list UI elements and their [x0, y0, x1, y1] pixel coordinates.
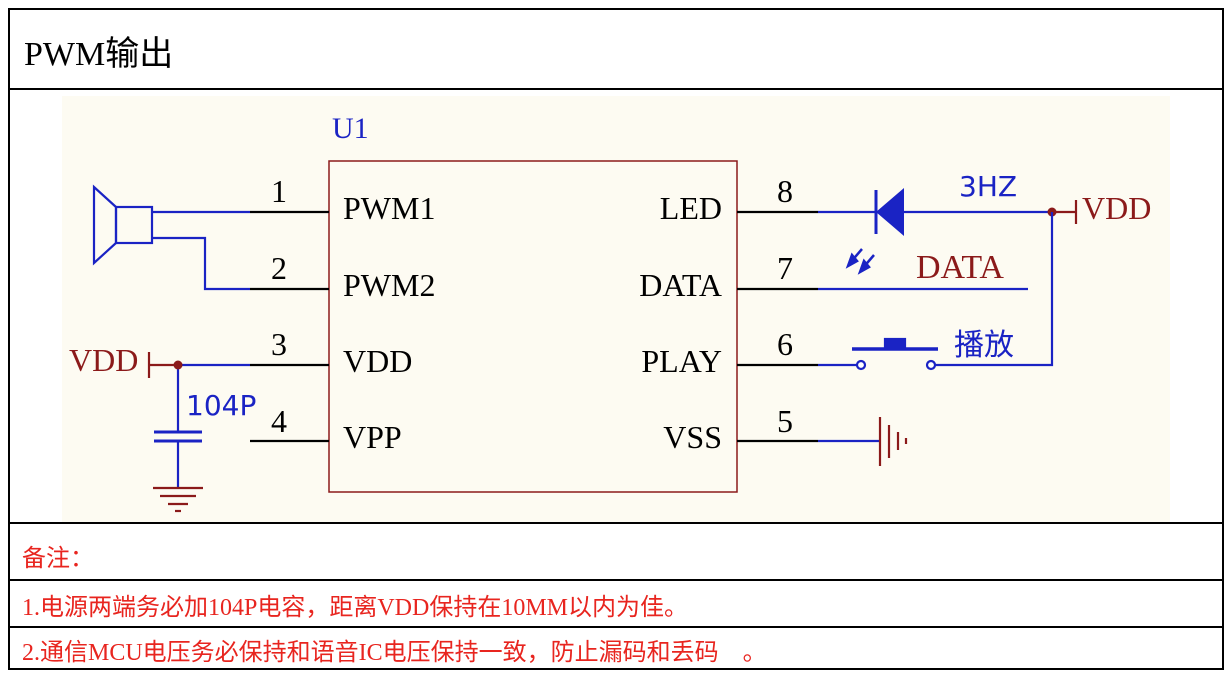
ground-right-icon [878, 417, 908, 466]
pin-name-vss: VSS [663, 419, 722, 455]
play-button-label: 播放 [954, 328, 1014, 363]
left-vdd-wire [147, 352, 250, 432]
pin-name-led: LED [660, 190, 722, 226]
pin-name-data: DATA [639, 267, 722, 303]
title-divider [8, 88, 1222, 90]
page-title: PWM输出 [24, 36, 174, 73]
pin-name-vdd: VDD [343, 343, 412, 379]
pin-number-1: 1 [271, 173, 287, 209]
note-line-1: 1.电源两端务必加104P电容，距离VDD保持在10MM以内为佳。 [22, 595, 689, 621]
junction-dot-vdd-left [173, 360, 183, 370]
pin-wires-right [737, 210, 818, 443]
pin-number-5: 5 [777, 403, 793, 439]
led-light-arrows-icon [845, 248, 875, 275]
pin-number-2: 2 [271, 250, 287, 286]
right-vdd-wire [1052, 200, 1078, 224]
notes-heading: 备注： [22, 546, 94, 572]
capacitor-label: 104P [186, 389, 256, 422]
pin-wires-left [250, 210, 329, 443]
pin-number-3: 3 [271, 326, 287, 362]
speaker-icon [92, 184, 154, 266]
push-button-icon [852, 337, 938, 371]
pin-number-7: 7 [777, 250, 793, 286]
led-diode-icon [874, 188, 904, 236]
pin-number-8: 8 [777, 173, 793, 209]
pin-name-vpp: VPP [343, 419, 402, 455]
left-vdd-label: VDD [69, 342, 138, 378]
note-line-2: 2.通信MCU电压务必保持和语音IC电压保持一致，防止漏码和丢码 。 [22, 640, 767, 666]
right-vdd-label: VDD [1082, 190, 1151, 226]
pin-number-4: 4 [271, 403, 287, 439]
data-net-label: DATA [916, 249, 1004, 286]
capacitor-104p [154, 430, 202, 443]
notes-divider-2 [8, 626, 1222, 628]
chip-ref-label: U1 [332, 112, 369, 145]
notes-divider [8, 522, 1222, 524]
pin-name-pwm1: PWM1 [343, 190, 435, 226]
ground-left-icon [153, 441, 203, 513]
notes-divider-1 [8, 579, 1222, 581]
speaker-wires [152, 210, 250, 291]
schematic-canvas [62, 96, 1170, 522]
led-frequency-label: 3HZ [959, 170, 1017, 203]
pin-number-6: 6 [777, 326, 793, 362]
pin-name-pwm2: PWM2 [343, 267, 435, 303]
vdd-to-play-wire [935, 212, 1054, 367]
chip-body [328, 160, 738, 493]
pin-name-play: PLAY [641, 343, 722, 379]
